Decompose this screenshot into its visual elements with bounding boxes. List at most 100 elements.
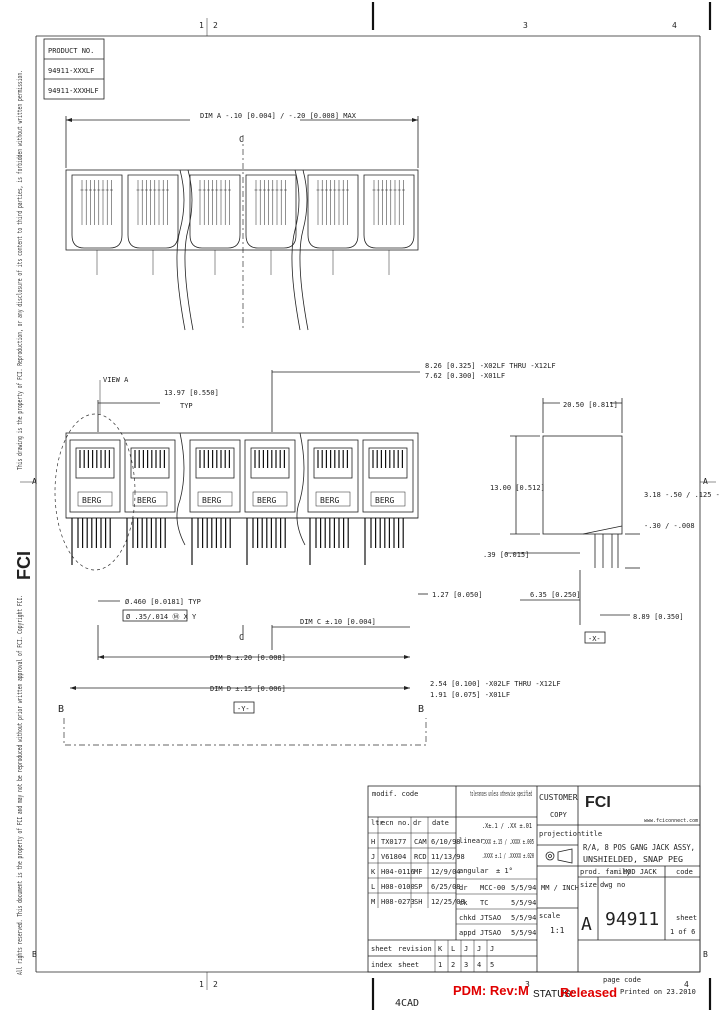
zone-b-right: B: [703, 950, 708, 959]
pdm-revision: PDM: Rev:M: [453, 983, 529, 998]
revision-date: 12/9/04: [431, 868, 461, 876]
front-jack: BERG: [307, 439, 359, 513]
proprietary-note-lower: All rights reserved. This document is th…: [16, 595, 24, 975]
product-number-2: 94911-XXXHLF: [48, 87, 99, 95]
col-ecn: ecn no.: [381, 819, 411, 827]
revision-date: 11/13/98: [431, 853, 465, 861]
height-dim: 13.00 [0.512]: [490, 484, 545, 492]
index-sheet: 2: [451, 961, 455, 969]
zone-a-left: A: [32, 477, 37, 486]
berg-label: BERG: [257, 496, 276, 505]
approval-date: 5/5/94: [511, 914, 536, 922]
revision-letter: K: [371, 868, 376, 876]
centerline-front: C: [239, 633, 244, 642]
col-ltr: ltr: [371, 819, 384, 827]
code-label: code: [676, 868, 693, 876]
approval-date: 5/5/94: [511, 929, 536, 937]
pin-row-dim-2: 8.89 [0.350]: [633, 613, 684, 621]
zone-3-bottom: 3: [525, 980, 530, 989]
top-view-jacks: [71, 174, 415, 275]
tolerance-row-1: .X±.1 / .XX ±.01: [482, 822, 532, 830]
status-label: STATUS:: [533, 989, 574, 1000]
index-revision: L: [451, 945, 455, 953]
revision-date: 12/25/08: [431, 898, 465, 906]
product-number-header: PRODUCT NO.: [48, 47, 94, 55]
view-a-label: VIEW A: [103, 376, 129, 384]
zone-a-right: A: [703, 477, 708, 486]
centerline-top: C: [239, 135, 244, 144]
revision-drafter: CAM: [414, 838, 427, 846]
revision-drafter: MF: [414, 868, 422, 876]
end-note-1: 2.54 [0.100] -X02LF THRU -X12LF: [430, 680, 561, 688]
sheet-value: 1 of 6: [670, 928, 695, 936]
proprietary-note-upper: This drawing is the property of FCI. Rep…: [16, 70, 24, 470]
title-label: title: [581, 830, 602, 838]
copy-label: COPY: [550, 811, 568, 819]
front-view: VIEW A 13.97 [0.550] TYP 8.26 [0.325] -X…: [54, 362, 561, 746]
dim-a-label: DIM A -.10 [0.004] / -.20 [0.008] MAX: [200, 112, 357, 120]
top-jack: [127, 174, 179, 275]
pitch-typ: TYP: [180, 402, 193, 410]
index-sheet: 5: [490, 961, 494, 969]
dwg-number: 94911: [605, 909, 659, 930]
front-jack: BERG: [244, 439, 296, 513]
size-value: A: [581, 914, 592, 935]
revision-drafter: RCD: [414, 853, 427, 861]
index-sheet: 4: [477, 961, 481, 969]
approval-name: MCC-00: [480, 884, 505, 892]
prod-family-label: prod. family: [580, 868, 631, 876]
approval-role: chkd: [459, 914, 476, 922]
angular-label: angular: [459, 867, 489, 875]
berg-label: BERG: [82, 496, 101, 505]
revision-date: 6/10/98: [431, 838, 461, 846]
mod-code-label: modif. code: [372, 790, 418, 798]
section-b-right: B: [418, 704, 424, 715]
zone-4-bottom: 4: [684, 980, 689, 989]
berg-label: BERG: [375, 496, 394, 505]
approval-name: JTSAO: [480, 929, 501, 937]
front-jack: BERG: [69, 439, 121, 513]
prod-family-value: MOD JACK: [623, 868, 658, 876]
berg-label: BERG: [320, 496, 339, 505]
revision-letter: J: [371, 853, 375, 861]
zone-2-bottom: 2: [213, 980, 218, 989]
revision-ecn: TX0177: [381, 838, 406, 846]
printed-date: Printed on 23.2010: [620, 988, 696, 996]
tolerance-header: tolerances unless otherwise specified: [470, 790, 532, 798]
pin-pitch-dim: 1.27 [0.050]: [432, 591, 483, 599]
status-value: Released: [560, 985, 617, 1000]
units-label: MM / INCH: [541, 884, 579, 892]
tolerance-row-2: .XXX ±.15 / .XXXX ±.005: [482, 838, 534, 846]
sheet-row-label: sheet: [371, 945, 392, 953]
title-line-1: R/A, 8 POS GANG JACK ASSY,: [583, 843, 695, 852]
pitch-dim: 13.97 [0.550]: [164, 389, 219, 397]
page-code-label: page code: [603, 976, 641, 984]
zone-b-left: B: [32, 950, 37, 959]
zone-2-top: 2: [213, 21, 218, 30]
sheet-idx-label: sheet: [398, 961, 419, 969]
index-revision: K: [438, 945, 443, 953]
revision-row-label: revision: [398, 945, 432, 953]
sheet-label: sheet: [676, 914, 697, 922]
index-sheet: 1: [438, 961, 442, 969]
revision-ecn: H08-0100: [381, 883, 415, 891]
top-jack: [71, 174, 123, 275]
product-number-1: 94911-XXXLF: [48, 67, 94, 75]
depth-dim: 20.50 [0.811]: [563, 401, 618, 409]
end-note-2: 1.91 [0.075] -X01LF: [430, 691, 510, 699]
zone-4-top: 4: [672, 21, 677, 30]
datum-x: -X-: [588, 635, 601, 643]
index-sheet: 3: [464, 961, 468, 969]
revision-date: 6/25/08: [431, 883, 461, 891]
revision-drafter: SH: [414, 898, 422, 906]
approval-name: JTSAO: [480, 914, 501, 922]
scale-label: scale: [539, 912, 560, 920]
front-jack: BERG: [189, 439, 241, 513]
